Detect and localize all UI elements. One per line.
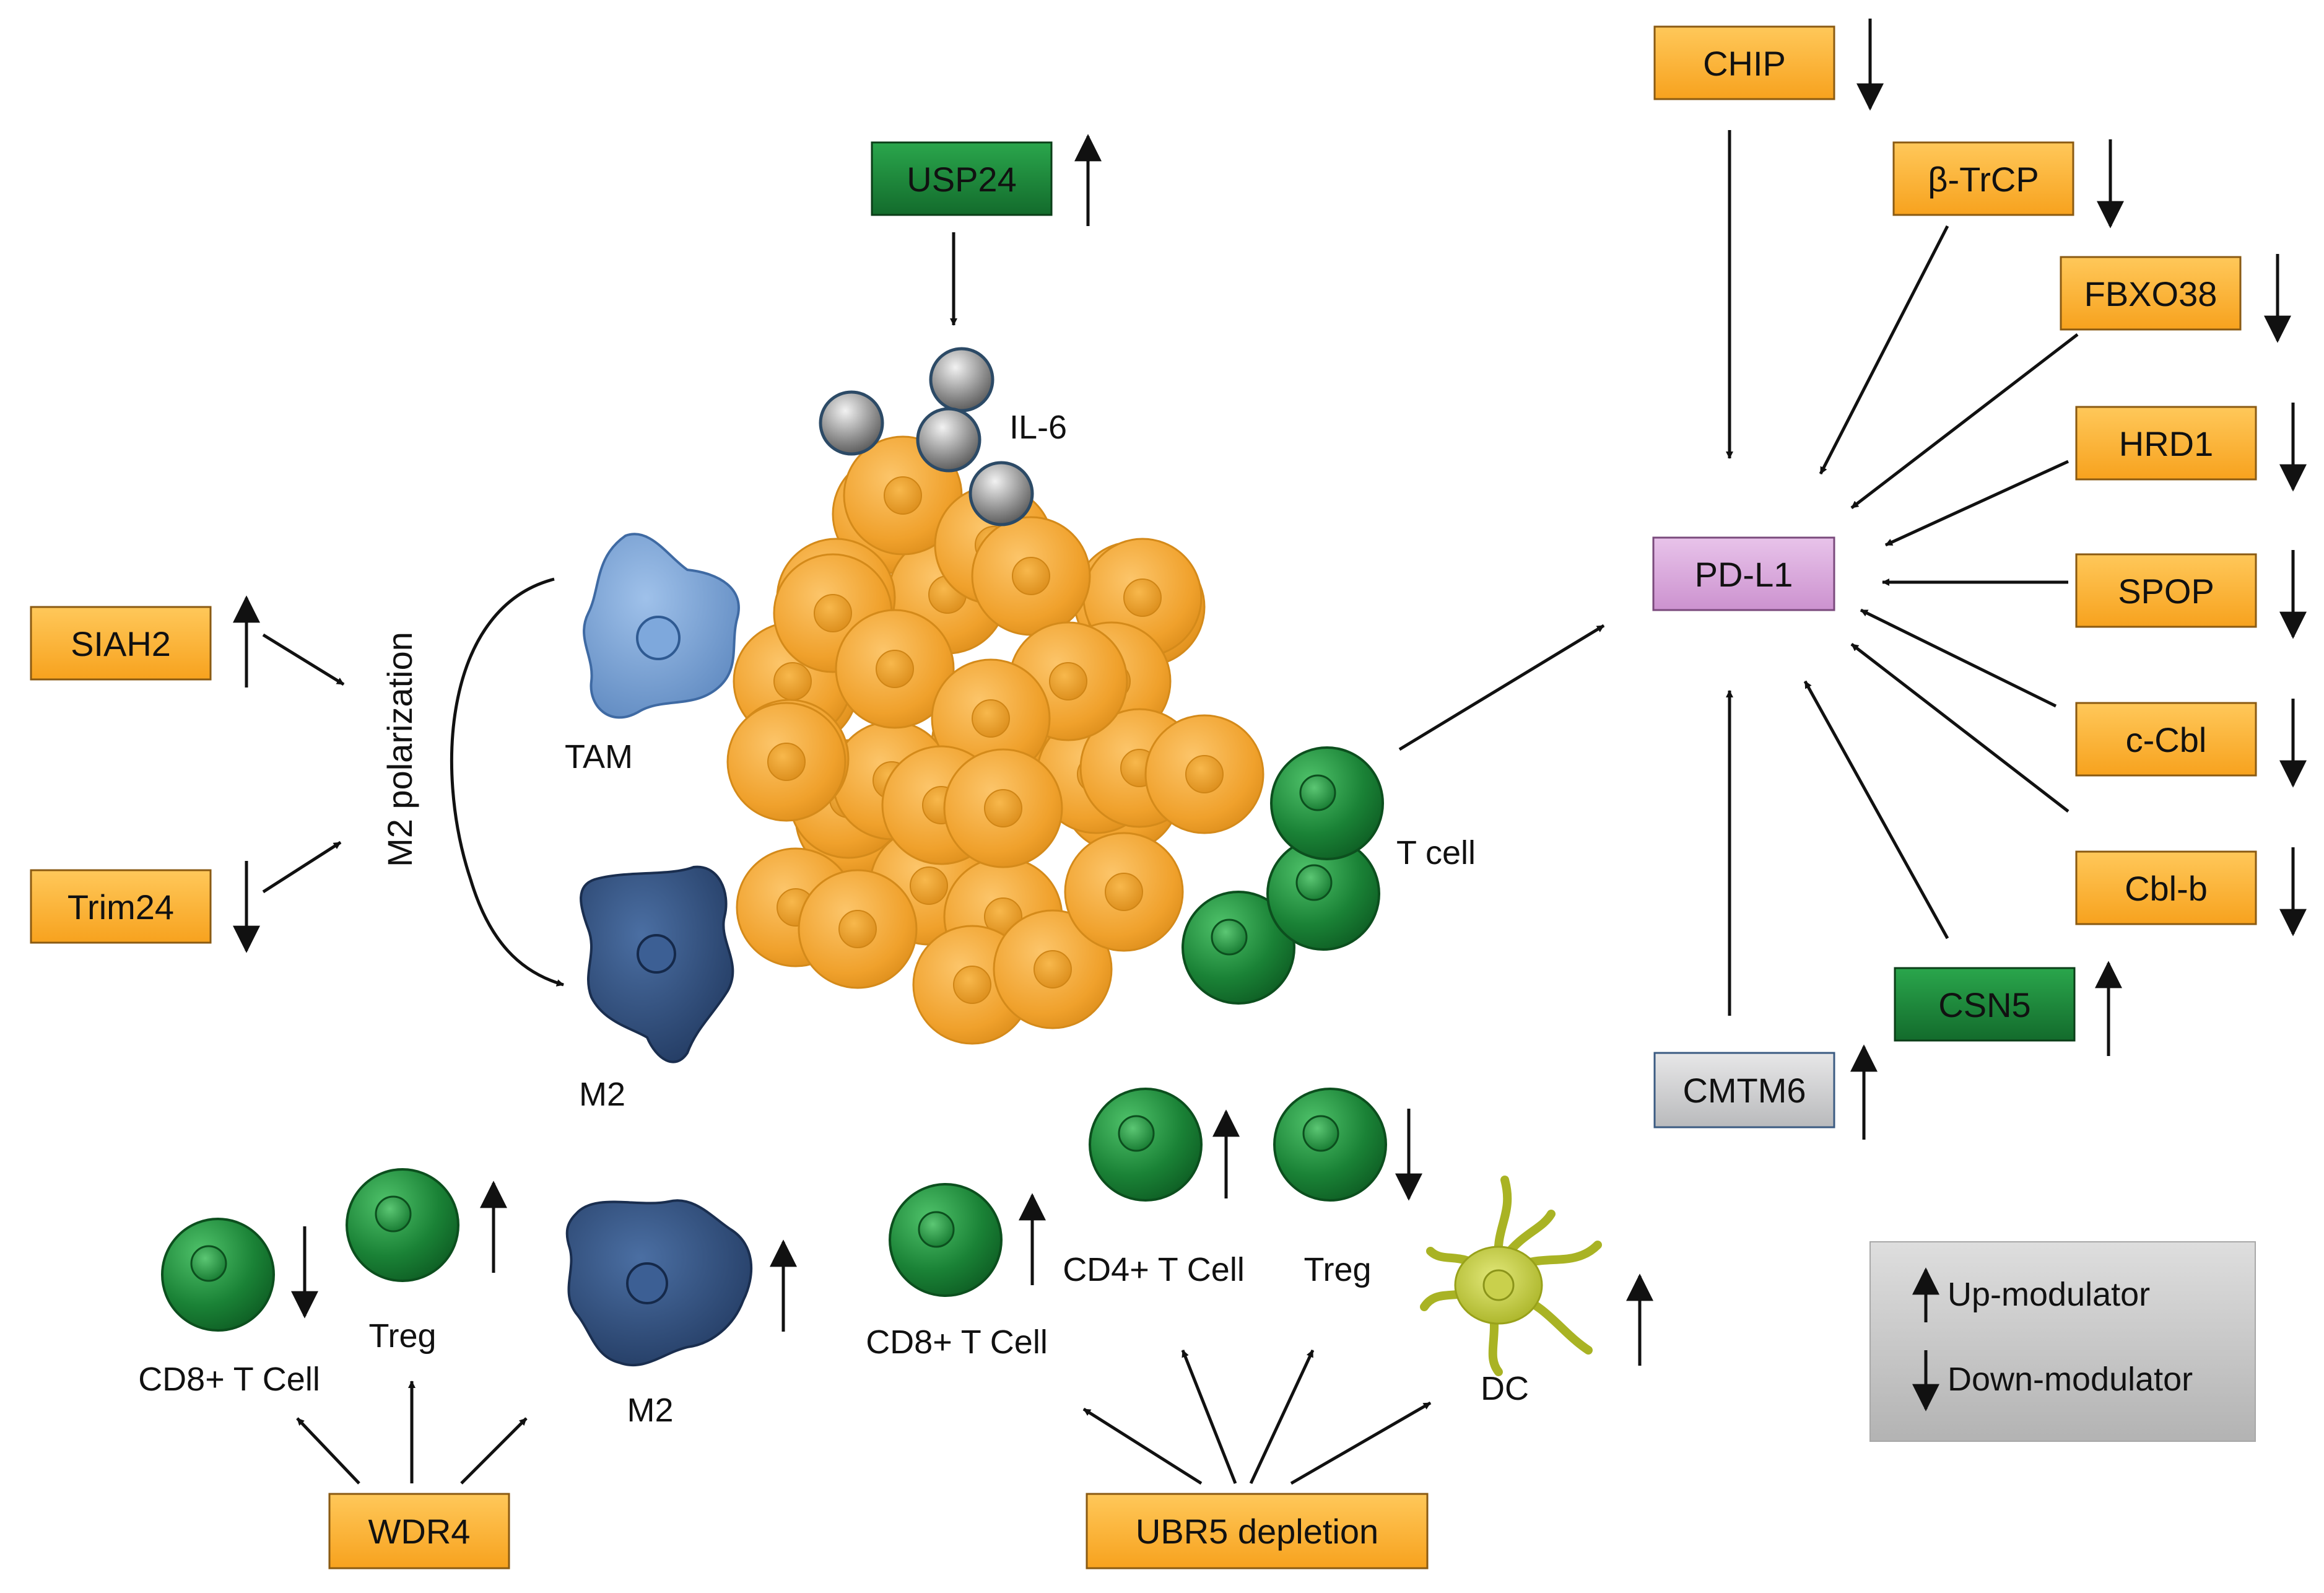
trim24-to-m2-arrow <box>262 840 342 894</box>
legend-down-label: Down-modulator <box>1948 1361 2193 1398</box>
tumor-cell <box>726 702 846 822</box>
m2-bottom-label: M2 <box>627 1392 673 1429</box>
fbxo38-to-pdl1-arrow <box>1850 333 2079 509</box>
tumor-cell <box>835 609 955 729</box>
spop-box: SPOP <box>2075 553 2257 628</box>
tumor-cell <box>943 748 1063 868</box>
wdr4-to-m2-arrow <box>460 1417 528 1485</box>
cd4-label: CD4+ T Cell <box>1063 1251 1245 1288</box>
cd8-t-cell-right <box>889 1183 1003 1297</box>
hrd1-to-pdl1-arrow <box>1884 460 2069 547</box>
il6-label: IL-6 <box>1009 409 1067 446</box>
cd8-left-label: CD8+ T Cell <box>138 1361 320 1398</box>
tumor-cell <box>971 516 1091 636</box>
il6-particle <box>968 461 1034 526</box>
cd8-t-cell-left <box>161 1218 275 1332</box>
btrcp-box: β-TrCP <box>1892 141 2074 216</box>
chip-box: CHIP <box>1653 25 1835 100</box>
ubr5-to-cd4-arrow <box>1181 1350 1237 1484</box>
dendritic-cell <box>1420 1176 1602 1376</box>
siah2-label: SIAH2 <box>71 624 171 663</box>
chip-label: CHIP <box>1703 44 1786 83</box>
cblb-to-pdl1-arrow <box>1850 643 2069 813</box>
tumor-cell-cluster <box>726 435 1264 1045</box>
usp24-box: USP24 <box>871 141 1053 216</box>
cmtm6-label: CMTM6 <box>1682 1071 1806 1110</box>
tam-cell <box>583 533 740 719</box>
hrd1-box: HRD1 <box>2075 406 2257 481</box>
tumor-cell <box>931 658 1051 779</box>
influence-arrows <box>262 130 2079 1485</box>
tumor-cell <box>1064 832 1184 952</box>
wdr4-to-cd8-arrow <box>296 1417 360 1485</box>
treg-cell-left <box>346 1168 459 1282</box>
ccbl-to-pdl1-arrow <box>1860 608 2057 708</box>
m2-polarization-arrow <box>450 577 564 987</box>
tcell-to-pdl1-arrow <box>1398 624 1605 751</box>
t-cell <box>1270 746 1384 860</box>
il6-particle <box>916 407 981 473</box>
treg-cell-right <box>1273 1088 1387 1202</box>
il6-particle <box>929 347 994 412</box>
legend: Up-modulator Down-modulator <box>1869 1241 2256 1442</box>
ubr5-box: UBR5 depletion <box>1086 1493 1429 1569</box>
t-cell <box>1266 837 1380 951</box>
ubr5-label: UBR5 depletion <box>1136 1512 1378 1551</box>
siah2-box: SIAH2 <box>30 606 212 681</box>
fbxo38-box: FBXO38 <box>2060 256 2242 331</box>
ubr5-to-treg-arrow <box>1249 1349 1315 1485</box>
trim24-label: Trim24 <box>67 888 174 927</box>
treg-left-label: Treg <box>368 1317 436 1355</box>
cd4-t-cell <box>1089 1088 1203 1202</box>
csn5-to-pdl1-arrow <box>1803 680 1949 940</box>
m2-polarization-label: M2 polarization <box>380 632 419 867</box>
fbxo38-label: FBXO38 <box>2084 274 2217 313</box>
usp24-label: USP24 <box>907 160 1016 199</box>
spop-label: SPOP <box>2118 572 2214 611</box>
csn5-label: CSN5 <box>1938 985 2030 1024</box>
btrcp-to-pdl1-arrow <box>1819 225 1949 475</box>
tam-label: TAM <box>565 738 633 775</box>
treg-right-label: Treg <box>1303 1251 1371 1288</box>
m2-cell-bottom <box>565 1199 753 1367</box>
pdl1-box: PD-L1 <box>1652 536 1835 611</box>
wdr4-label: WDR4 <box>368 1512 471 1551</box>
il6-particles <box>819 347 1034 526</box>
m2-cell-top <box>580 865 734 1063</box>
cblb-box: Cbl-b <box>2075 850 2257 925</box>
cmtm6-box: CMTM6 <box>1653 1052 1835 1128</box>
hrd1-label: HRD1 <box>2119 424 2213 463</box>
trim24-box: Trim24 <box>30 869 212 944</box>
btrcp-label: β-TrCP <box>1928 160 2039 199</box>
siah2-to-m2-arrow <box>262 633 345 686</box>
csn5-box: CSN5 <box>1894 967 2076 1042</box>
tumor-cell <box>798 869 918 989</box>
ccbl-box: c-Cbl <box>2075 702 2257 777</box>
legend-up-label: Up-modulator <box>1948 1276 2150 1313</box>
wdr4-box: WDR4 <box>328 1493 510 1569</box>
tumor-cell <box>1144 714 1264 834</box>
ubr5-to-dc-arrow <box>1290 1401 1432 1485</box>
dc-label: DC <box>1481 1370 1529 1407</box>
m2-top-label: M2 <box>579 1076 625 1113</box>
tumor-cell <box>993 909 1113 1029</box>
t-cell-label: T cell <box>1396 834 1476 871</box>
il6-particle <box>819 390 884 456</box>
pdl1-label: PD-L1 <box>1695 555 1793 594</box>
t-cell-group <box>1182 746 1384 1005</box>
ubr5-to-cd8-arrow <box>1082 1407 1203 1485</box>
t-cell <box>1182 891 1295 1005</box>
ccbl-label: c-Cbl <box>2126 720 2207 759</box>
cd8-right-label: CD8+ T Cell <box>866 1324 1048 1361</box>
modulator-arrows <box>233 19 2307 1366</box>
cblb-label: Cbl-b <box>2125 869 2208 908</box>
